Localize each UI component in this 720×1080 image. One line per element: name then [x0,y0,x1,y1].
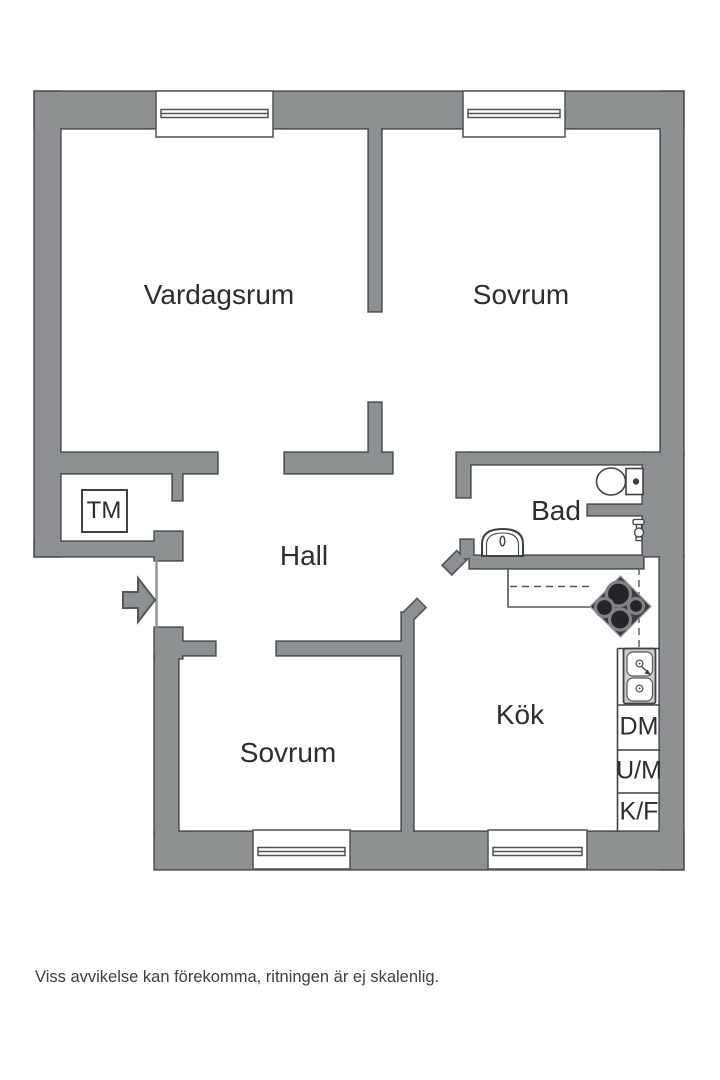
room-label-sovrum-2: Sovrum [239,737,337,768]
room-label-sovrum-1: Sovrum [472,279,570,310]
washing-machine-box [81,489,128,533]
toilet-icon [595,467,644,496]
window-icon [155,90,274,138]
disclaimer-text: Viss avvikelse kan förekomma, ritningen … [35,968,440,986]
window-icon [462,90,566,138]
window-icon [487,829,588,870]
appliance-label-um: U/M [616,756,662,785]
appliance-label-dm: DM [619,712,659,741]
bathroom-tap-icon [632,518,645,542]
window-icon [252,829,351,870]
room-label-kok: Kök [495,699,545,730]
room-label-bad: Bad [531,495,581,526]
stove-icon [589,575,652,638]
bathroom-sink-icon [481,527,524,557]
entrance-arrow-icon [122,575,157,625]
appliance-label-tm: TM [86,497,122,524]
appliance-label-kf: K/F [619,797,659,826]
kitchen-sink-icon [622,647,657,705]
room-label-vardagsrum: Vardagsrum [143,279,295,310]
walls [33,90,685,871]
room-label-hall: Hall [279,540,329,571]
